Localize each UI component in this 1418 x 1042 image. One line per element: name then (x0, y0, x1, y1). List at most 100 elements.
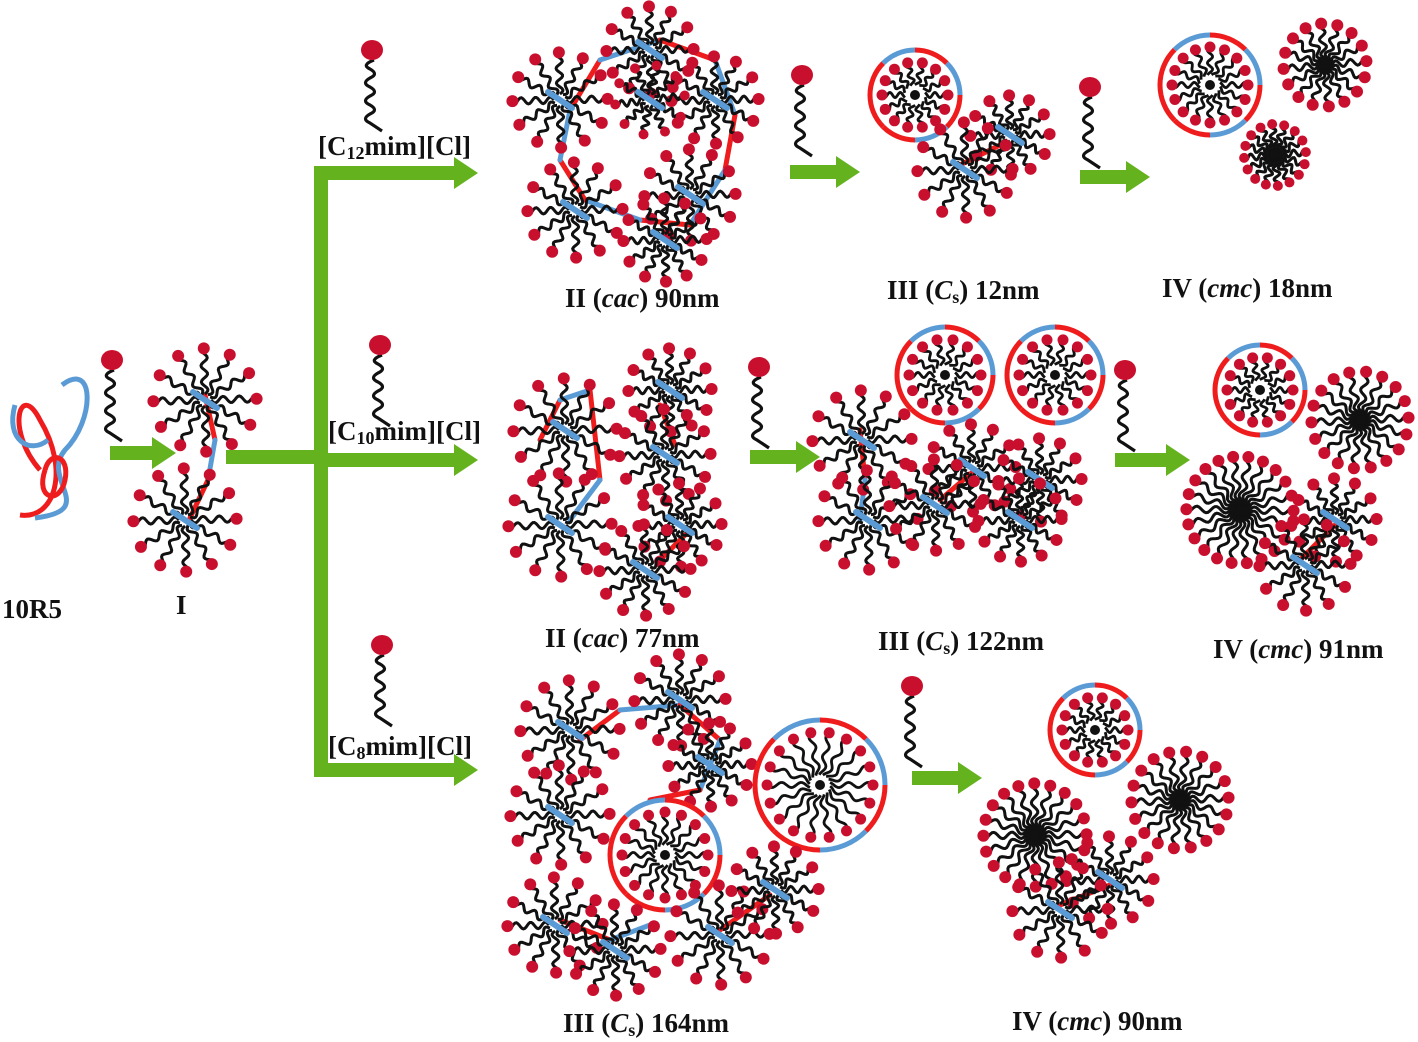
surfactant-molecule (866, 432, 918, 445)
surfactant-molecule (613, 450, 661, 463)
vesicle-head (961, 397, 973, 409)
surfactant-molecule (567, 378, 596, 427)
surfactant-tail (864, 398, 887, 437)
surfactant-molecule (1081, 836, 1110, 876)
surfactant-head (967, 505, 980, 518)
vesicle-head (702, 849, 714, 861)
surfactant-head (1284, 177, 1295, 188)
surfactant-head (642, 0, 655, 13)
surfactant-head (1287, 514, 1300, 527)
surfactant-tail (1359, 388, 1394, 422)
surfactant-molecule (707, 50, 720, 96)
surfactant-head (1364, 461, 1377, 474)
surfactant-tail (1239, 463, 1264, 512)
surfactant-head (739, 737, 752, 750)
surfactant-head (1081, 836, 1094, 849)
vesicle-head (902, 57, 914, 69)
surfactant-head (1024, 162, 1037, 175)
surfactant-head (1196, 750, 1209, 763)
surfactant-molecule (710, 769, 738, 807)
vesicle-head (1242, 79, 1254, 91)
surfactant-tail (155, 395, 201, 406)
surfactant-molecule (939, 475, 980, 505)
surfactant-molecule (1359, 370, 1389, 422)
surfactant-head (568, 922, 581, 935)
surfactant-head (654, 942, 667, 955)
vesicle-tail (660, 811, 670, 846)
surfactant-tail (1034, 440, 1045, 476)
surfactant-head (748, 922, 761, 935)
surfactant-tail (559, 380, 570, 426)
surfactant-molecule (550, 929, 563, 979)
surfactant-head (992, 478, 1005, 491)
surfactant-tail (1239, 471, 1274, 512)
surfactant-head (907, 539, 920, 552)
surfactant-tail (863, 524, 874, 568)
surfactant-tail (1114, 857, 1145, 880)
surfactant-head (663, 342, 676, 355)
surfactant-molecule (980, 831, 1036, 858)
surfactant-tail (628, 455, 661, 479)
surfactant-head (684, 562, 697, 575)
surfactant-head (1167, 842, 1180, 855)
vesicle-head (931, 404, 943, 416)
surfactant-molecule (688, 886, 720, 931)
surfactant-head (521, 749, 534, 762)
surfactant-tail (570, 734, 596, 770)
surfactant-molecule (682, 482, 706, 522)
surfactant-head (936, 205, 949, 218)
surfactant-tail (672, 355, 691, 387)
surfactant-molecule (1178, 791, 1235, 805)
surfactant-head (1006, 905, 1019, 918)
surfactant-head (576, 52, 589, 65)
surfactant-molecule (1297, 513, 1310, 561)
surfactant-tail (969, 164, 1011, 175)
vesicle-segment (1209, 118, 1248, 138)
arrow-shaft (912, 771, 960, 785)
surfactant-tail (1178, 793, 1227, 805)
vesicle-head (1057, 404, 1069, 416)
vesicle-core (1090, 725, 1100, 735)
blue-polymer-segment (695, 754, 725, 776)
surfactant-molecule (180, 524, 193, 578)
surfactant-head (1077, 812, 1090, 825)
surfactant-head (152, 469, 165, 482)
surfactant-head (526, 960, 539, 973)
arrow-shaft (314, 453, 456, 467)
vesicle-segment (944, 407, 981, 426)
surfactant-head (1141, 851, 1154, 864)
surfactant-molecule (1359, 395, 1411, 424)
surfactant-tail (1350, 418, 1364, 466)
surfactant-tail (1020, 524, 1042, 553)
surfactant-molecule (209, 392, 263, 405)
surfactant-tail (1024, 498, 1053, 520)
arrow-head (836, 156, 860, 188)
vesicle-head (788, 825, 799, 837)
surfactant-head (807, 904, 820, 917)
surfactant-tail (935, 509, 959, 542)
surfactant-molecule (577, 162, 604, 207)
vesicle-core (940, 370, 950, 380)
surfactant-head (731, 906, 744, 919)
surfactant-tail (1358, 413, 1407, 425)
row1-stage-ii-label: II (cac) 90nm (565, 283, 720, 313)
surfactant-head (1400, 428, 1413, 441)
surfactant-tail (622, 573, 643, 609)
surfactant-head (635, 410, 648, 423)
vesicle-tail (825, 792, 849, 832)
micelle-core (1270, 150, 1280, 160)
surfactant-tail (674, 368, 703, 390)
surfactant-molecule (767, 840, 780, 886)
micelle-core (1235, 505, 1245, 515)
surfactant-head (710, 137, 723, 150)
surfactant-head (1360, 365, 1373, 378)
surfactant-head (1182, 518, 1195, 531)
surfactant-tail (554, 475, 565, 521)
surfactant-tail (1179, 780, 1223, 804)
vesicle-head (876, 89, 888, 101)
surfactant-head (1220, 808, 1233, 821)
surfactant-head (1255, 122, 1266, 133)
blue-polymer-segment (630, 559, 660, 581)
surfactant-head (1398, 395, 1411, 408)
